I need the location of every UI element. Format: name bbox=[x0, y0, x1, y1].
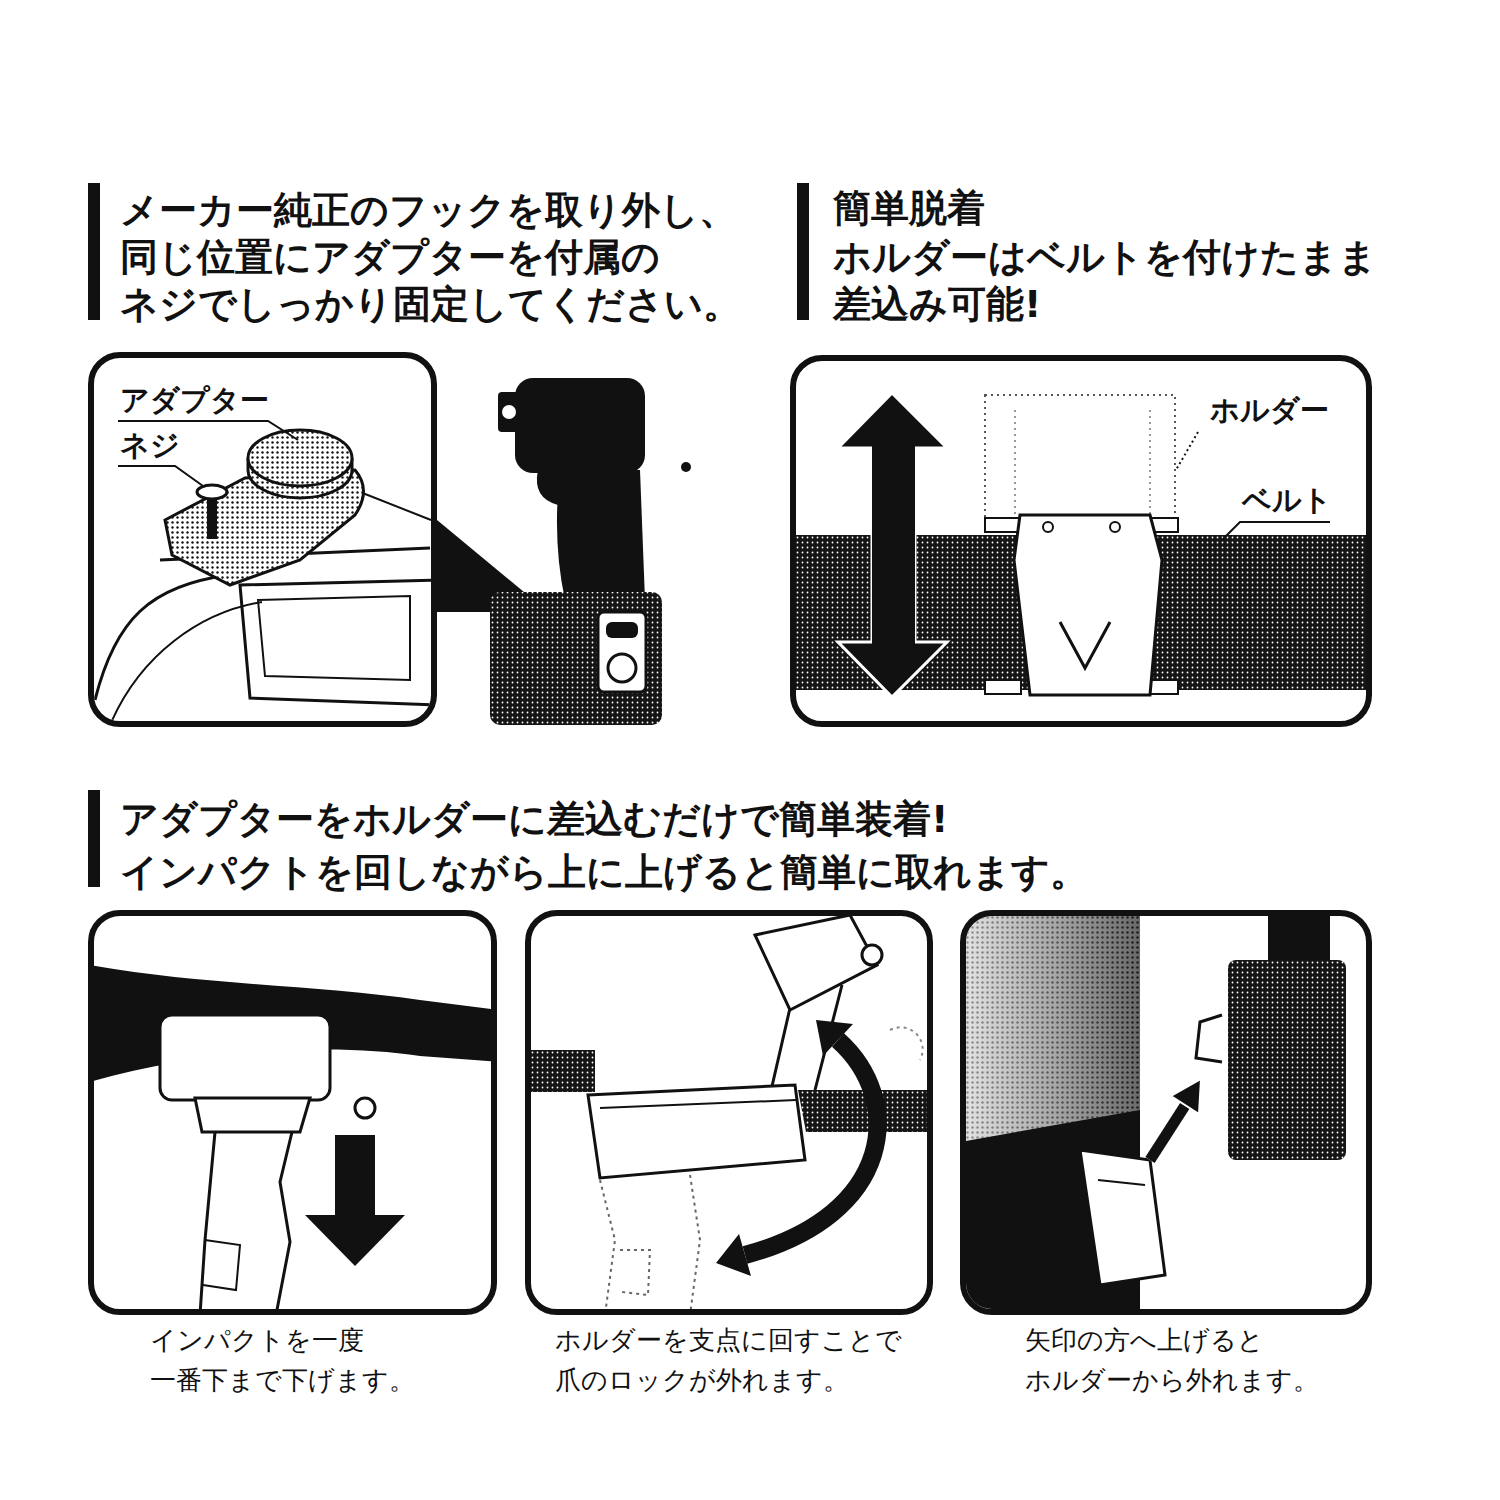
part-label: ネジ bbox=[118, 428, 182, 462]
impact-driver-part bbox=[515, 378, 645, 473]
part-label: ホルダー bbox=[1208, 393, 1331, 427]
step-rotate-part bbox=[600, 1100, 796, 1108]
step-lift-part bbox=[1098, 1180, 1145, 1185]
step-lift-part bbox=[1228, 960, 1346, 1160]
adapter-closeup-part bbox=[118, 466, 203, 486]
belt-holder-scene-part bbox=[985, 395, 1175, 530]
step-rotate-part bbox=[716, 1234, 751, 1276]
adapter-closeup-part bbox=[248, 430, 352, 486]
step-rotate-part bbox=[755, 916, 877, 1010]
adapter-closeup-part bbox=[258, 596, 410, 680]
illustration-panel: ホルダーベルト bbox=[790, 355, 1372, 727]
step-lower-part bbox=[200, 1132, 215, 1309]
section-heading: アダプターをホルダーに差込むだけで簡単装着! インパクトを回しながら上に上げると… bbox=[120, 793, 1160, 899]
step-rotate-part bbox=[531, 1050, 595, 1092]
step-rotate bbox=[531, 916, 927, 1309]
step-lift-part bbox=[1150, 1104, 1186, 1160]
step-rotate-part bbox=[816, 1020, 853, 1056]
impact-driver-part bbox=[498, 392, 522, 432]
zoom-wedge-part bbox=[355, 490, 431, 520]
step-lift-part bbox=[1171, 1079, 1201, 1114]
belt-holder-scene-part bbox=[1043, 522, 1053, 532]
step-rotate-part bbox=[890, 1027, 923, 1060]
heading-bar bbox=[88, 183, 809, 887]
step-lift-part bbox=[1080, 1150, 1165, 1285]
belt-holder-scene-part bbox=[985, 680, 1021, 694]
adapter-closeup-part bbox=[95, 575, 230, 700]
illustration-panel: 矢印の方へ上げると ホルダーから外れます。 bbox=[960, 910, 1372, 1315]
step-lower-part bbox=[276, 1132, 292, 1309]
illustration-panel: インパクトを一度 一番下まで下げます。 bbox=[88, 910, 497, 1315]
belt-holder-scene-part bbox=[1110, 522, 1120, 532]
step-lower-part bbox=[305, 1215, 405, 1266]
heading-bar-part bbox=[88, 790, 100, 887]
impact-driver-part bbox=[502, 405, 516, 419]
belt-holder-scene-part bbox=[838, 393, 947, 448]
illustration-panel: ホルダーを支点に回すことで 爪のロックが外れます。 bbox=[525, 910, 933, 1315]
belt-holder-scene-part bbox=[1014, 515, 1162, 695]
step-rotate-part bbox=[588, 1085, 805, 1178]
impact-driver-part bbox=[681, 462, 691, 472]
impact-driver-part bbox=[598, 612, 646, 692]
step-lift-part bbox=[1150, 1104, 1186, 1160]
step-lower-part bbox=[195, 1098, 310, 1132]
belt-holder-scene-part bbox=[1222, 522, 1330, 540]
impact-driver-part bbox=[606, 622, 638, 638]
section-heading: ホルダーはベルトを付けたまま 差込み可能! bbox=[833, 234, 1403, 328]
belt-holder-scene-part bbox=[838, 642, 947, 697]
heading-bar-part bbox=[88, 183, 100, 320]
adapter-closeup-part bbox=[207, 497, 217, 539]
heading-bar-part bbox=[797, 183, 809, 320]
step-lift-part bbox=[1268, 916, 1330, 966]
adapter-closeup bbox=[95, 421, 431, 721]
impact-driver bbox=[490, 378, 691, 725]
impact-driver-part bbox=[557, 470, 645, 600]
impact-driver-part bbox=[537, 470, 562, 505]
step-lower-part bbox=[335, 1135, 375, 1219]
illustration-panel: アダプターネジ bbox=[88, 352, 437, 727]
belt-holder-scene-part bbox=[985, 518, 1021, 532]
part-label: ベルト bbox=[1240, 483, 1334, 517]
adapter-closeup-part bbox=[240, 580, 431, 705]
step-rotate-part bbox=[600, 1175, 700, 1309]
step-rotate-part bbox=[745, 1040, 878, 1255]
section-heading: 簡単脱着 bbox=[833, 185, 1133, 232]
belt-holder-scene-part bbox=[1014, 410, 1016, 520]
step-caption: インパクトを一度 一番下まで下げます。 bbox=[150, 1320, 450, 1400]
step-lower-part bbox=[203, 1240, 240, 1290]
impact-driver-part bbox=[608, 654, 636, 682]
step-caption: ホルダーを支点に回すことで 爪のロックが外れます。 bbox=[555, 1320, 925, 1400]
step-rotate-part bbox=[620, 1250, 650, 1295]
impact-driver-part bbox=[490, 592, 662, 725]
belt-holder-scene-part bbox=[1060, 622, 1110, 668]
part-label: アダプター bbox=[118, 383, 271, 417]
step-lift-part bbox=[1196, 1015, 1222, 1062]
step-rotate-part bbox=[798, 1090, 927, 1132]
step-lower bbox=[94, 965, 491, 1309]
adapter-closeup-part bbox=[110, 602, 262, 721]
belt-holder-scene bbox=[796, 393, 1366, 697]
step-lower-part bbox=[160, 1015, 330, 1100]
step-rotate-part bbox=[862, 945, 882, 965]
belt-holder-scene-part bbox=[1149, 410, 1151, 520]
belt-holder-scene-part bbox=[872, 440, 915, 650]
belt-holder-scene-part bbox=[1176, 432, 1198, 470]
step-lift bbox=[966, 916, 1346, 1309]
step-caption: 矢印の方へ上げると ホルダーから外れます。 bbox=[1025, 1320, 1355, 1400]
step-lower-part bbox=[355, 1098, 375, 1118]
section-heading: メーカー純正のフックを取り外し、 同じ位置にアダプターを付属の ネジでしっかり固… bbox=[120, 187, 770, 328]
adapter-closeup-part bbox=[197, 485, 227, 499]
